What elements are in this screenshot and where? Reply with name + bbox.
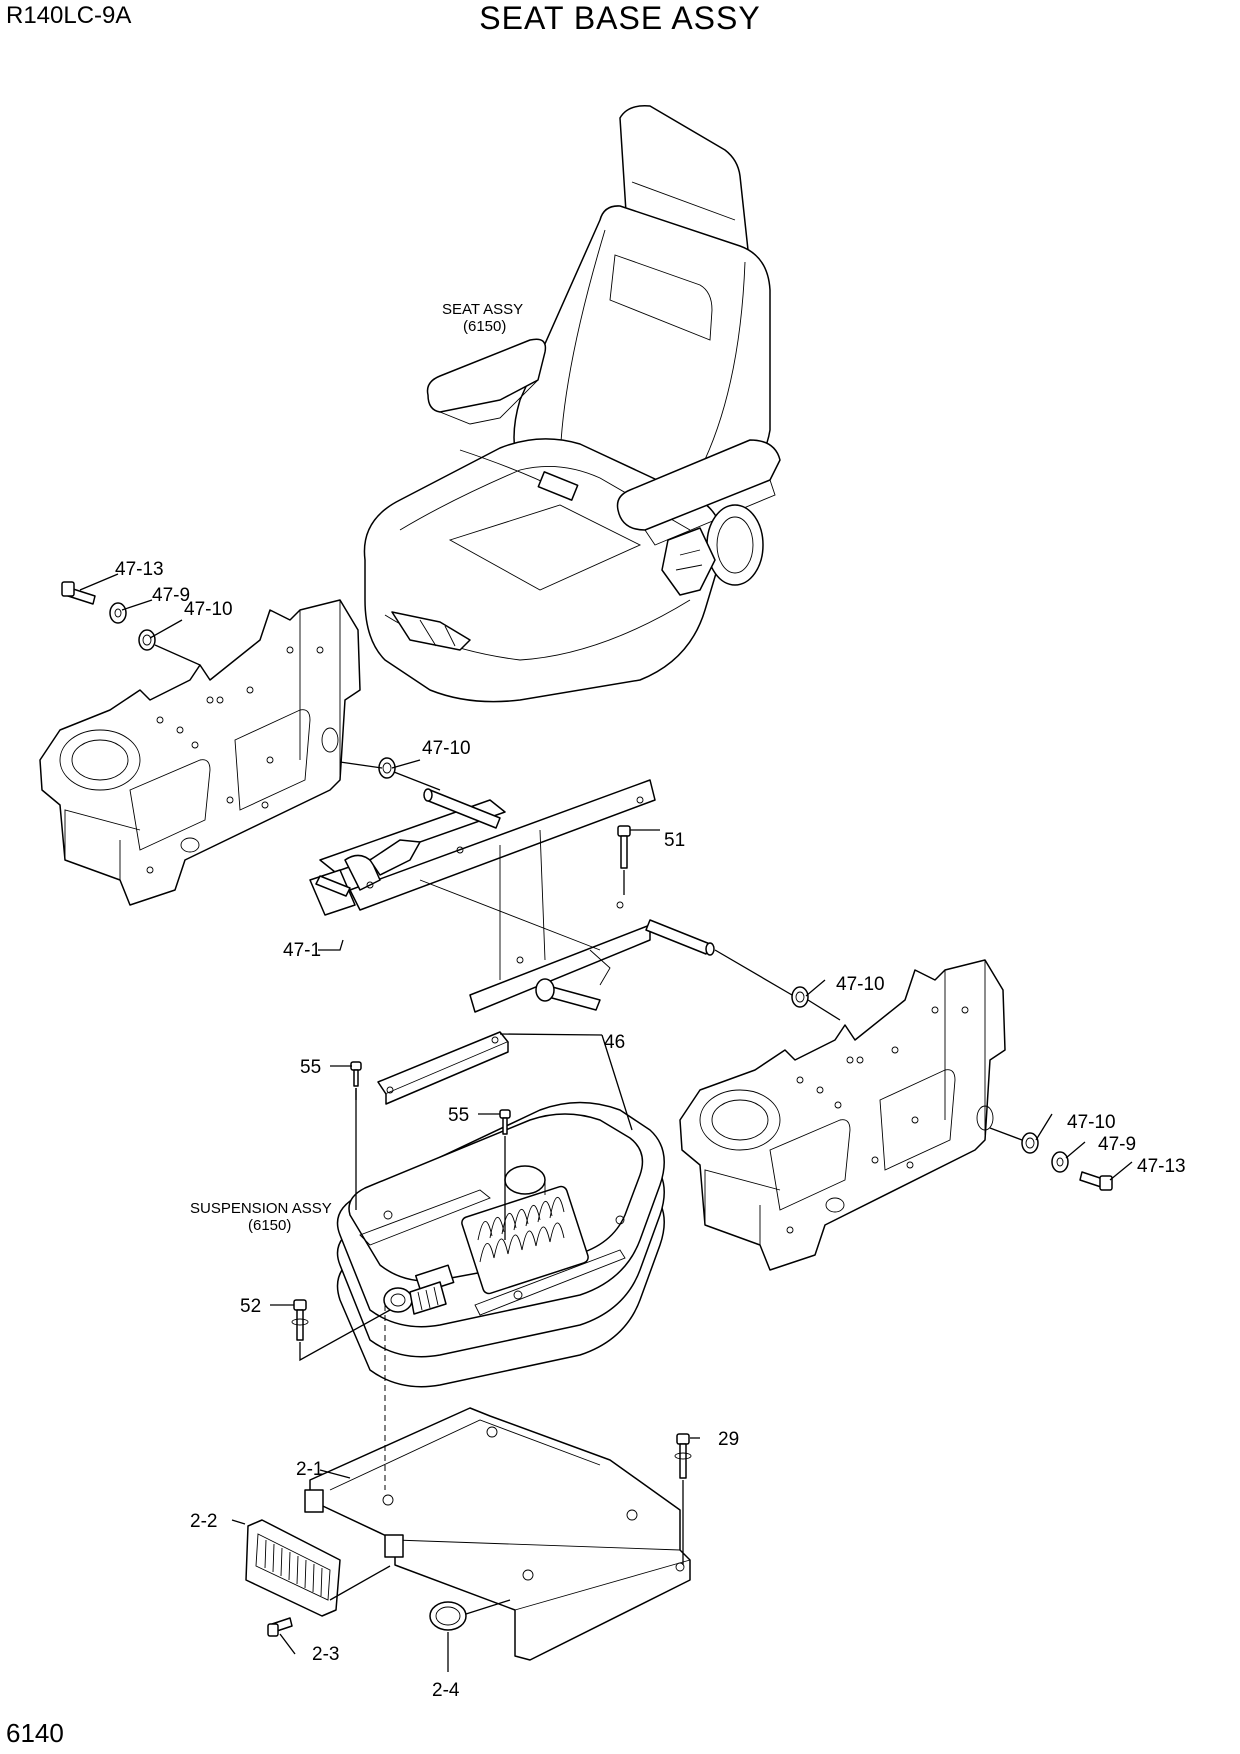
callout-52[interactable]: 52 — [240, 1296, 261, 1317]
suspension-assy-ref: (6150) — [248, 1217, 291, 1234]
seat-assy-ref: (6150) — [463, 318, 506, 335]
callout-47-10-right-outer[interactable]: 47-10 — [1067, 1112, 1116, 1133]
slide-frame-drawing — [309, 779, 715, 1013]
callout-47-10-right-inner[interactable]: 47-10 — [836, 974, 885, 995]
right-side-bracket-drawing — [679, 959, 1006, 1271]
callout-46[interactable]: 46 — [604, 1032, 625, 1053]
callout-2-3[interactable]: 2-3 — [312, 1644, 339, 1665]
base-plate-drawing — [304, 1407, 691, 1661]
model-number: R140LC-9A — [6, 2, 132, 29]
callout-47-9-right[interactable]: 47-9 — [1098, 1134, 1136, 1155]
callout-55-right[interactable]: 55 — [448, 1105, 469, 1126]
seat-assy-note: SEAT ASSY — [442, 301, 523, 318]
callout-51[interactable]: 51 — [664, 830, 685, 851]
callout-2-1[interactable]: 2-1 — [296, 1459, 323, 1480]
page-title: SEAT BASE ASSY — [479, 0, 761, 36]
callout-2-2[interactable]: 2-2 — [190, 1511, 217, 1532]
suspension-assembly-drawing — [336, 1101, 665, 1388]
left-side-bracket-drawing — [39, 599, 361, 906]
hardware-parts-drawing — [61, 581, 1113, 1637]
callout-29[interactable]: 29 — [718, 1429, 739, 1450]
callout-47-13-left[interactable]: 47-13 — [115, 559, 164, 580]
leader-lines — [79, 573, 1133, 1672]
suspension-assy-note: SUSPENSION ASSY — [190, 1200, 332, 1217]
callout-2-4[interactable]: 2-4 — [432, 1680, 460, 1701]
page-number: 6140 — [6, 1718, 64, 1748]
callout-47-1[interactable]: 47-1 — [283, 940, 321, 961]
callout-47-10-left-outer[interactable]: 47-10 — [184, 599, 233, 620]
callout-47-10-left-inner[interactable]: 47-10 — [422, 738, 471, 759]
callout-47-9-left[interactable]: 47-9 — [152, 585, 190, 606]
callout-47-13-right[interactable]: 47-13 — [1137, 1156, 1186, 1177]
suspension-spring-drawing — [461, 1165, 589, 1295]
seat-assembly-drawing — [363, 105, 781, 703]
callout-55-left[interactable]: 55 — [300, 1057, 321, 1078]
